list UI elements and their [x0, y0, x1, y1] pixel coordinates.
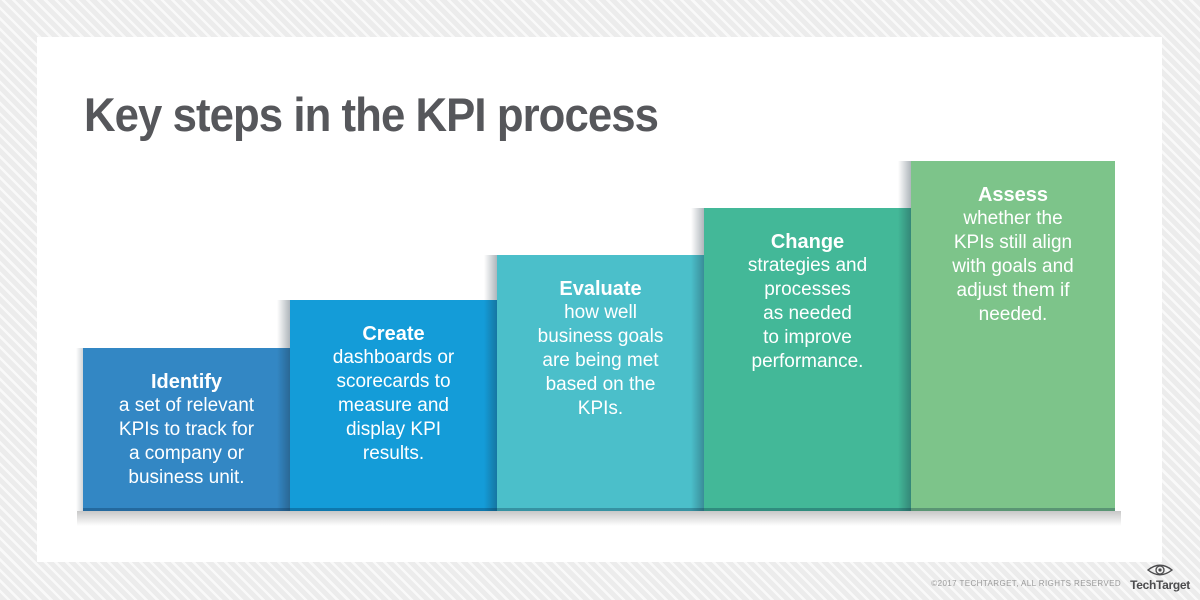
- step-heading: Create: [362, 323, 425, 345]
- step-body: a set of relevant KPIs to track for a co…: [118, 395, 255, 488]
- step-create: Create dashboards or scorecards to measu…: [277, 300, 497, 511]
- footer: ©2017 TECHTARGET, ALL RIGHTS RESERVED Te…: [931, 562, 1190, 591]
- step-assess: Assess whether the KPIs still align with…: [898, 161, 1115, 511]
- copyright-text: ©2017 TECHTARGET, ALL RIGHTS RESERVED: [931, 579, 1122, 588]
- brand-name: TechTarget: [1130, 578, 1190, 592]
- eye-target-icon: [1146, 564, 1174, 576]
- step-change: Change strategies and processes as neede…: [691, 208, 911, 511]
- step-body: dashboards or scorecards to measure and …: [332, 347, 455, 464]
- step-identify: Identify a set of relevant KPIs to track…: [76, 348, 290, 511]
- page-title: Key steps in the KPI process: [84, 88, 659, 141]
- step-heading: Change: [770, 231, 845, 253]
- step-heading: Assess: [977, 184, 1049, 206]
- step-body: strategies and processes as needed to im…: [747, 255, 868, 372]
- infographic-card: Key steps in the KPI process Identify a …: [37, 37, 1162, 562]
- kpi-steps-staircase: Identify a set of relevant KPIs to track…: [76, 161, 1115, 511]
- step-body: how well business goals are being met ba…: [537, 302, 664, 419]
- step-heading: Evaluate: [559, 278, 642, 300]
- staircase-floor-shadow: [77, 511, 1121, 526]
- step-body: whether the KPIs still align with goals …: [952, 208, 1074, 325]
- step-heading: Identify: [150, 371, 223, 393]
- techtarget-logo: TechTarget: [1130, 562, 1190, 591]
- step-evaluate: Evaluate how well business goals are bei…: [484, 255, 704, 511]
